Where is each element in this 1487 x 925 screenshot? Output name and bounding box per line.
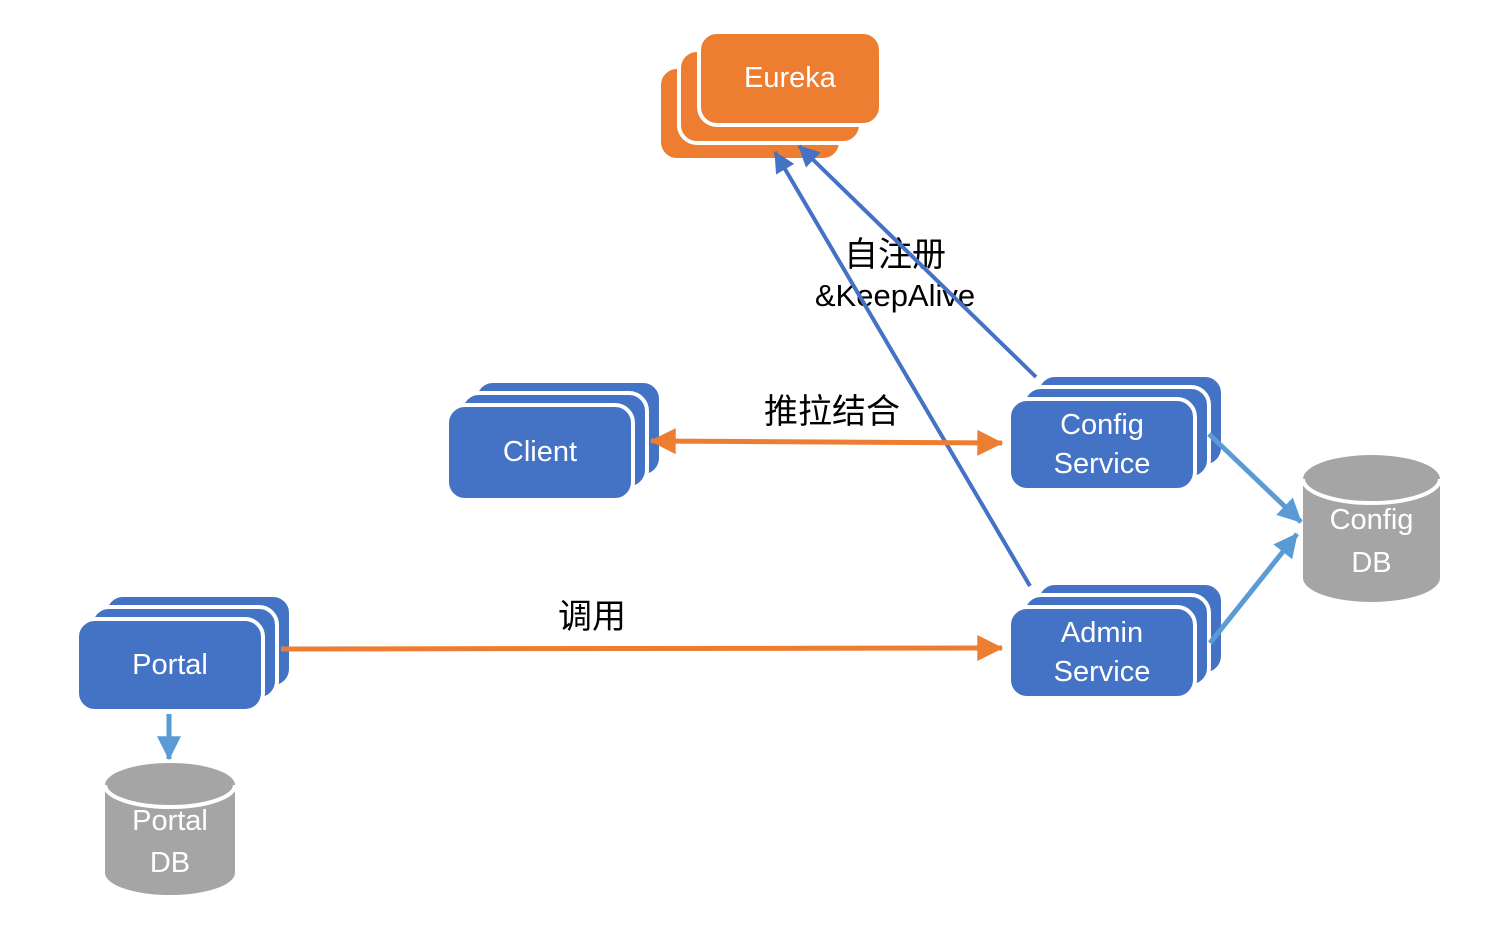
node-admin-service: Admin Service <box>1007 581 1225 700</box>
node-admin-service-label: Admin Service <box>1053 617 1151 688</box>
edge-admin-service-to-eureka <box>773 150 1032 588</box>
node-portal-db-label: Portal DB <box>132 804 208 879</box>
edge-client-config-service-bidirectional <box>649 428 1004 456</box>
node-config-db: Config DB <box>1303 455 1440 602</box>
edge-portal-to-admin-service <box>280 635 1004 662</box>
edge-label-invoke: 调用 <box>558 597 626 637</box>
database-cylinder-icon <box>1303 455 1440 602</box>
node-client: Client <box>445 379 663 502</box>
node-portal: Portal <box>75 593 293 713</box>
node-eureka-label: Eureka <box>744 62 836 95</box>
node-portal-card-front: Portal <box>75 617 265 713</box>
edge-label-self-register-line2: &KeepAlive <box>814 277 976 313</box>
node-client-card-front: Client <box>445 403 635 502</box>
edge-label-push-pull: 推拉结合 <box>764 392 900 432</box>
database-cylinder-icon <box>105 763 235 895</box>
node-eureka-card-front: Eureka <box>697 30 883 127</box>
node-client-label: Client <box>502 436 578 469</box>
node-portal-db: Portal DB <box>105 763 235 895</box>
node-admin-service-card-front: Admin Service <box>1007 605 1197 700</box>
node-config-db-label: Config DB <box>1329 504 1414 579</box>
node-portal-label: Portal <box>132 648 208 681</box>
node-config-service-card-front: Config Service <box>1007 397 1197 492</box>
edge-label-self-register: 自注册 &KeepAlive <box>770 234 1020 315</box>
node-eureka: Eureka <box>657 30 883 162</box>
node-config-service-label: Config Service <box>1053 409 1151 480</box>
edge-label-self-register-line1: 自注册 <box>844 235 946 275</box>
node-config-service: Config Service <box>1007 373 1225 492</box>
